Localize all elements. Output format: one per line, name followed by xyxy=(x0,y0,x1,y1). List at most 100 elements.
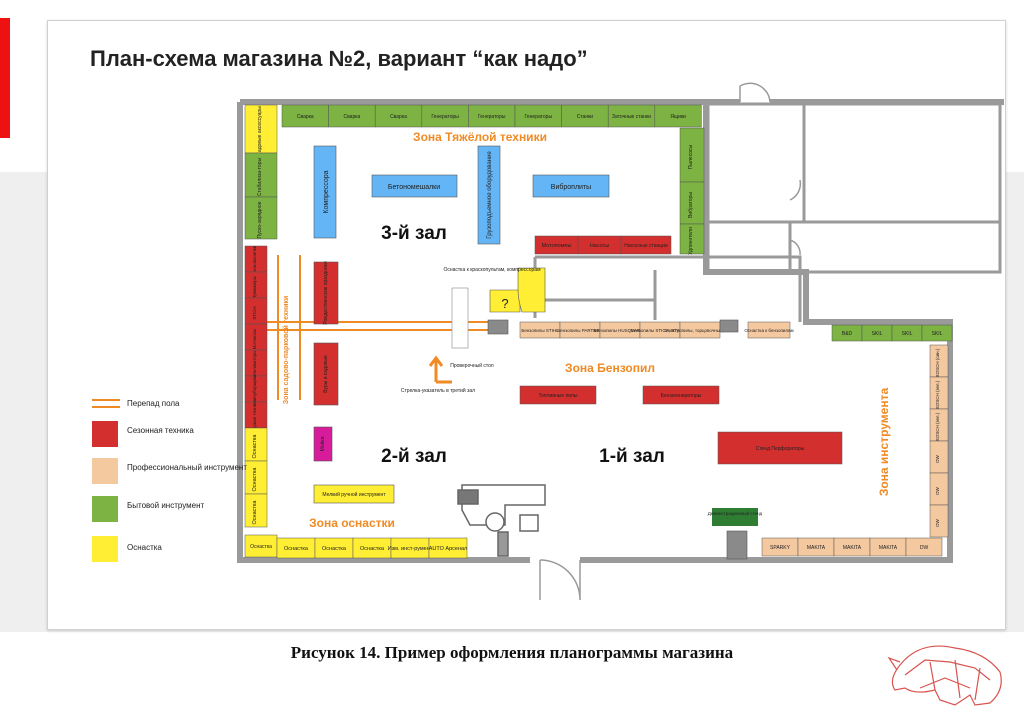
walls xyxy=(237,99,1004,563)
hall1-island-b-label: Бензогенераторы xyxy=(661,393,702,399)
tools-bottom-shelf-4 xyxy=(905,537,943,557)
island-vibro-label: Виброплиты xyxy=(551,183,591,191)
island-compressors xyxy=(313,145,337,239)
left-red-shelf-6-label: Садовая техника xyxy=(252,399,257,435)
left-shelf-1-label: Стабилиза-торы xyxy=(257,158,263,197)
left-shelf-0-label: Садовые аксессуары xyxy=(257,106,263,156)
legend-byt-swatch xyxy=(92,496,118,522)
bottom-shelf-2-label: Оснастка xyxy=(322,546,347,552)
top-shelf-8 xyxy=(654,104,702,128)
right-shelf-0-label: Пылесосы xyxy=(688,144,694,169)
left-shelf-2-label: Пуско-зарядное xyxy=(257,201,263,238)
tools-bottom-shelf-1-label: MAKITA xyxy=(807,545,826,551)
osnastka-benzo-label: Оснастка к бензопилам xyxy=(744,328,793,333)
column-2 xyxy=(719,319,739,333)
osnastka-benzo xyxy=(747,321,791,339)
island-compressors-label: Компрессора xyxy=(323,170,330,213)
tools-top-shelf-2-label: SKIL xyxy=(902,331,913,337)
right-shelf-1 xyxy=(679,181,705,225)
legend-osn-swatch xyxy=(92,536,118,562)
right-shelf-2 xyxy=(679,223,705,255)
zone-benzo: Зона Бензопил xyxy=(565,361,655,375)
hall1-island-a xyxy=(519,385,597,405)
left-red-shelf-5-label: Снегоуборщики xyxy=(252,374,257,407)
top-shelf-0-label: Сварка xyxy=(297,114,314,120)
left-yellow-shelf-0-label: Оснастка xyxy=(252,434,258,459)
top-shelf-2-label: Сварка xyxy=(390,114,407,120)
column-3 xyxy=(726,530,748,560)
pump-shelf-2 xyxy=(620,235,672,255)
tools-bottom-shelf-4-label: DW xyxy=(920,545,929,551)
benzo-shelf-1-label: Бензопилы PARTNER xyxy=(557,328,603,333)
rooms xyxy=(533,102,1002,322)
left-red-shelf-1-label: Триммеры xyxy=(252,276,257,298)
tools-right-shelf-2-label: BOSCH (зел.) xyxy=(935,412,940,441)
tools-bottom-shelf-2-label: MAKITA xyxy=(843,545,862,551)
pump-shelf-2-label: Насосные станции xyxy=(624,243,668,249)
legend-sezon-swatch xyxy=(92,421,118,447)
tools-top-shelf-3 xyxy=(921,324,953,342)
right-shelf-1-label: Вибраторы xyxy=(688,192,694,218)
left-yellow-shelf-2 xyxy=(244,493,268,528)
legend-prof: Профессиональный инструмент xyxy=(127,463,247,472)
osnastka-compressors-label: Оснастка к краскопультам, компрессорам xyxy=(443,267,541,273)
tools-right-shelf-3-label: DW xyxy=(935,455,940,463)
legend-sezon: Сезонная техника xyxy=(127,426,194,435)
hall1-island-c xyxy=(717,431,843,465)
top-shelf-5-label: Генераторы xyxy=(525,114,553,120)
island-small-tools-label: Мелкий ручной инструмент xyxy=(322,491,386,498)
hall1-island-c-label: Стенд Перфораторы xyxy=(756,446,805,452)
top-shelf-4-label: Генераторы xyxy=(478,114,506,120)
checkout-desk xyxy=(457,484,546,557)
zone-heavy: Зона Тяжёлой техники xyxy=(413,130,547,144)
display-stand-label: Демонстрационный стенд xyxy=(708,510,763,516)
right-shelf-0 xyxy=(679,127,705,183)
hall1-island-a-label: Топливные пилы xyxy=(538,393,577,399)
rhino-logo xyxy=(887,645,1002,706)
legend-prof-swatch xyxy=(92,458,118,484)
figure-caption: Рисунок 14. Пример оформления планограмм… xyxy=(290,643,734,662)
islands: Компрессора Бетономешалки Грузоподъемное… xyxy=(313,145,748,560)
left-red-shelf-2-label: STIGA xyxy=(252,306,257,320)
question-mark: ? xyxy=(501,296,508,311)
island-small-tools xyxy=(313,484,395,504)
doors xyxy=(539,82,802,601)
bottom-shelf-5-label: AUTO Арсенал xyxy=(429,546,468,552)
left-red-shelf-0-label: Газонокосилки xyxy=(252,245,257,276)
display-stand xyxy=(712,508,758,526)
left-shelf-1 xyxy=(244,152,278,198)
legend-osn: Оснастка xyxy=(127,543,162,552)
legend-perepad: Перепад пола xyxy=(127,399,180,408)
left-red-shelf-3-label: Мотокосы xyxy=(252,329,257,350)
zone-tools: Зона инструмента xyxy=(877,388,891,497)
hall-2-label: 2-й зал xyxy=(381,446,447,467)
top-shelf-1-label: Сварка xyxy=(343,114,360,120)
top-shelf-7-label: Заточные станки xyxy=(612,114,651,120)
check-table-label: Проверочный стол xyxy=(450,362,494,369)
left-red-shelf-4-label: Культиваторы xyxy=(252,351,257,380)
bottom-shelf-1-label: Оснастка xyxy=(284,546,309,552)
zone-garden: Зона садово-парковой техники xyxy=(282,296,290,404)
accent-bar xyxy=(0,18,10,138)
arrow-icon xyxy=(428,355,452,384)
top-shelf-6-label: Станки xyxy=(577,114,594,120)
floor-level-line xyxy=(258,255,490,400)
bottom-shelf-5 xyxy=(428,537,468,559)
benzo-shelf-0-label: Бензопилы STIHL xyxy=(521,328,559,333)
island-washers-label: Мойки xyxy=(319,436,326,451)
pump-shelf-0-label: Мотопомпы xyxy=(542,243,572,249)
page-title: План-схема магазина №2, вариант “как над… xyxy=(90,46,588,71)
tools-top-shelf-0-label: B&D xyxy=(842,331,853,337)
island-vibro xyxy=(532,174,610,198)
right-shelf-2-label: Удлинители xyxy=(688,227,694,255)
left-yellow-shelf-2-label: Оснастка xyxy=(252,500,258,525)
tools-right-shelf-4-label: DW xyxy=(935,487,940,495)
bottom-shelf-3-label: Оснастка xyxy=(360,546,385,552)
zone-osnastka: Зона оснастки xyxy=(309,516,395,530)
tools-top-shelf-1-label: SKIL xyxy=(872,331,883,337)
tools-right-shelf-5-label: DW xyxy=(935,519,940,527)
left-shelf-2 xyxy=(244,196,278,240)
hall-1-label: 1-й зал xyxy=(599,446,665,467)
tools-bottom-shelf-3-label: MAKITA xyxy=(879,545,898,551)
